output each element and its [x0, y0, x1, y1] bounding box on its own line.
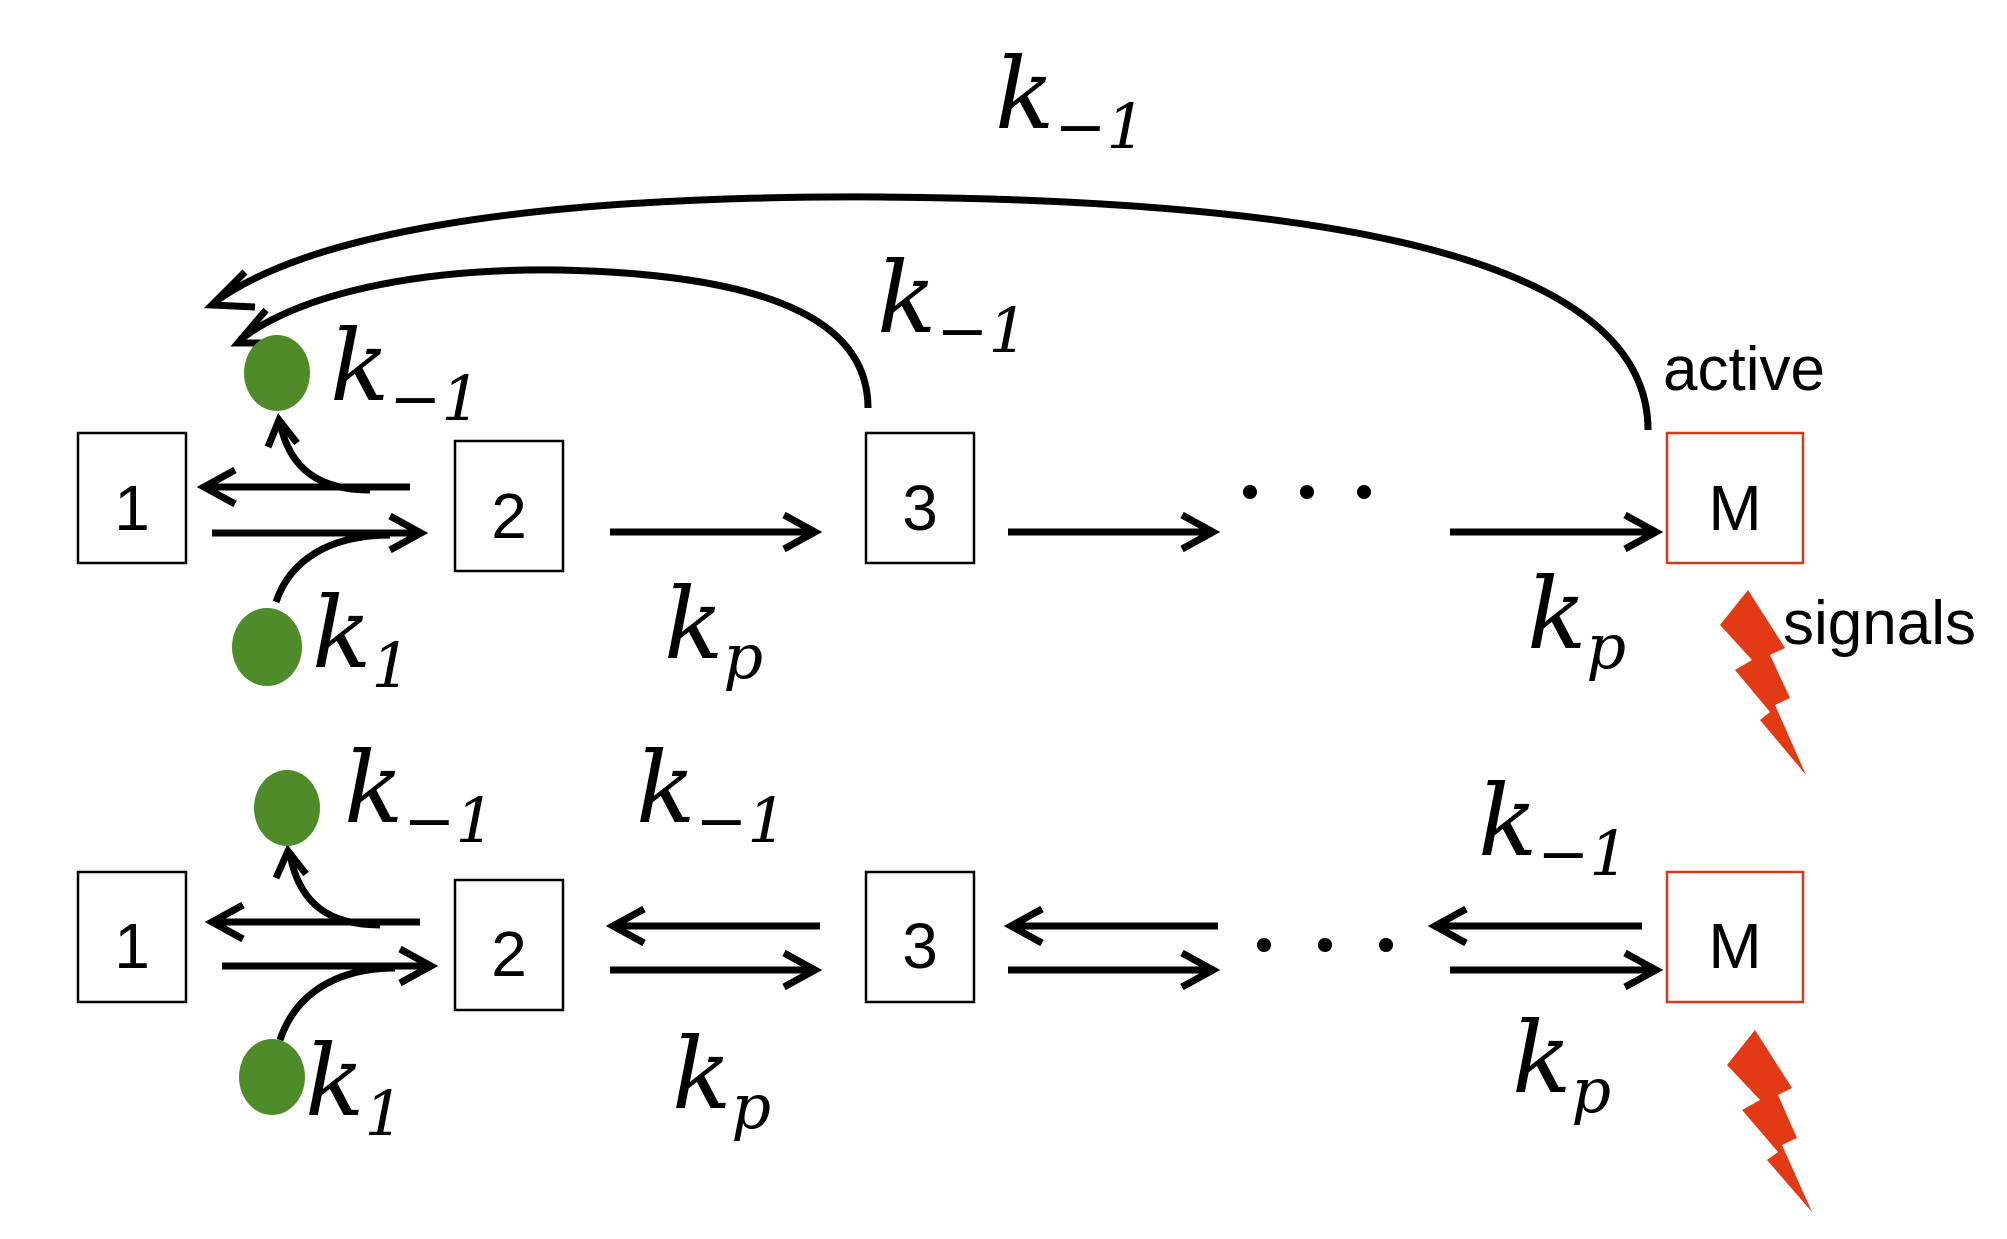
top-long-feedback-arc [212, 193, 1652, 431]
top-ellipsis-dot [1300, 485, 1314, 499]
top-arrow-2-to-3-head [782, 511, 823, 553]
top-long-arc-rate: k−1 [995, 38, 1146, 163]
bottom-arrow-2-to-3-head [782, 949, 823, 991]
bottom-kp-rate-last: kp [1512, 1002, 1611, 1127]
top-state-2-box [453, 439, 565, 573]
bottom-scheme: 1 2 3 M k−1 k1 [76, 732, 1812, 1212]
bottom-unbind-arrowhead [204, 901, 245, 943]
bottom-signal-bolt [1727, 1030, 1812, 1212]
bottom-ligand-bind-rate: k1 [305, 1025, 404, 1150]
top-unbind-arrowhead [196, 466, 237, 508]
top-ellipsis-dot [1357, 485, 1371, 499]
bottom-ellipsis-dot [1257, 938, 1271, 952]
bottom-bind-arrowhead [398, 945, 439, 987]
top-state-1-box [76, 431, 188, 565]
top-arrow-dots-to-M-head [1623, 511, 1664, 553]
bottom-ellipsis-dot [1379, 938, 1393, 952]
top-ligand-binding-dot [232, 608, 302, 686]
top-short-arc-rate: k−1 [877, 242, 1028, 367]
bottom-kp-rate-first: kp [672, 1018, 771, 1143]
bottom-k-minus-1-rate-2-3: k−1 [636, 732, 787, 857]
bottom-ligand-binding-dot [239, 1039, 305, 1115]
top-short-feedback-arc [237, 266, 872, 409]
bottom-k-minus-1-rate-M: k−1 [1478, 765, 1629, 890]
bottom-arrow-3-to-dots-head [1180, 949, 1221, 991]
top-ligand-release-arrowhead [264, 413, 300, 449]
bottom-state-1-box [76, 870, 188, 1004]
top-state-3-label: 3 [902, 472, 938, 544]
bottom-arrow-M-to-dots-head [1427, 905, 1468, 947]
bottom-state-3-label: 3 [902, 910, 938, 982]
top-signal-bolt [1720, 590, 1806, 775]
top-ellipsis-dot [1243, 485, 1257, 499]
bottom-ligand-released-dot [254, 770, 320, 846]
top-state-M-label: M [1708, 472, 1761, 544]
top-scheme: k−1 k−1 1 2 3 M k−1 k1 [76, 38, 1976, 775]
bottom-state-3-box [864, 870, 976, 1004]
bottom-state-2-box [453, 878, 565, 1012]
bottom-ligand-bind-curve [276, 964, 396, 1042]
top-kp-rate-last: kp [1527, 558, 1626, 683]
bottom-ligand-release-curve [286, 854, 381, 929]
bottom-arrow-dots-to-M-head [1623, 949, 1664, 991]
top-long-feedback-arrowhead [203, 269, 256, 311]
bottom-state-M-label: M [1708, 910, 1761, 982]
top-ligand-unbind-rate: k−1 [330, 310, 481, 435]
top-kp-rate-first: kp [664, 568, 763, 693]
top-state-2-label: 2 [491, 480, 527, 552]
top-arrow-3-to-dots-head [1180, 511, 1221, 553]
bottom-ligand-release-arrowhead [272, 844, 309, 880]
top-ligand-bind-curve [272, 531, 391, 604]
bottom-state-1-label: 1 [114, 910, 150, 982]
bottom-ligand-unbind-rate: k−1 [344, 732, 495, 857]
top-bind-arrowhead [388, 512, 429, 554]
top-ligand-released-dot [244, 335, 310, 411]
bottom-arrow-3-to-2-head [605, 905, 646, 947]
active-label: active [1663, 335, 1825, 404]
top-state-3-box [864, 431, 976, 565]
bottom-ellipsis-dot [1318, 938, 1332, 952]
bottom-state-M-box [1665, 870, 1805, 1004]
top-state-1-label: 1 [114, 472, 150, 544]
signals-label: signals [1783, 589, 1976, 658]
top-ligand-bind-rate: k1 [312, 577, 411, 702]
bottom-state-2-label: 2 [491, 918, 527, 990]
top-ligand-release-curve [276, 422, 371, 494]
top-state-M-box [1665, 431, 1805, 565]
bottom-arrow-dots-to-3-head [1003, 905, 1044, 947]
